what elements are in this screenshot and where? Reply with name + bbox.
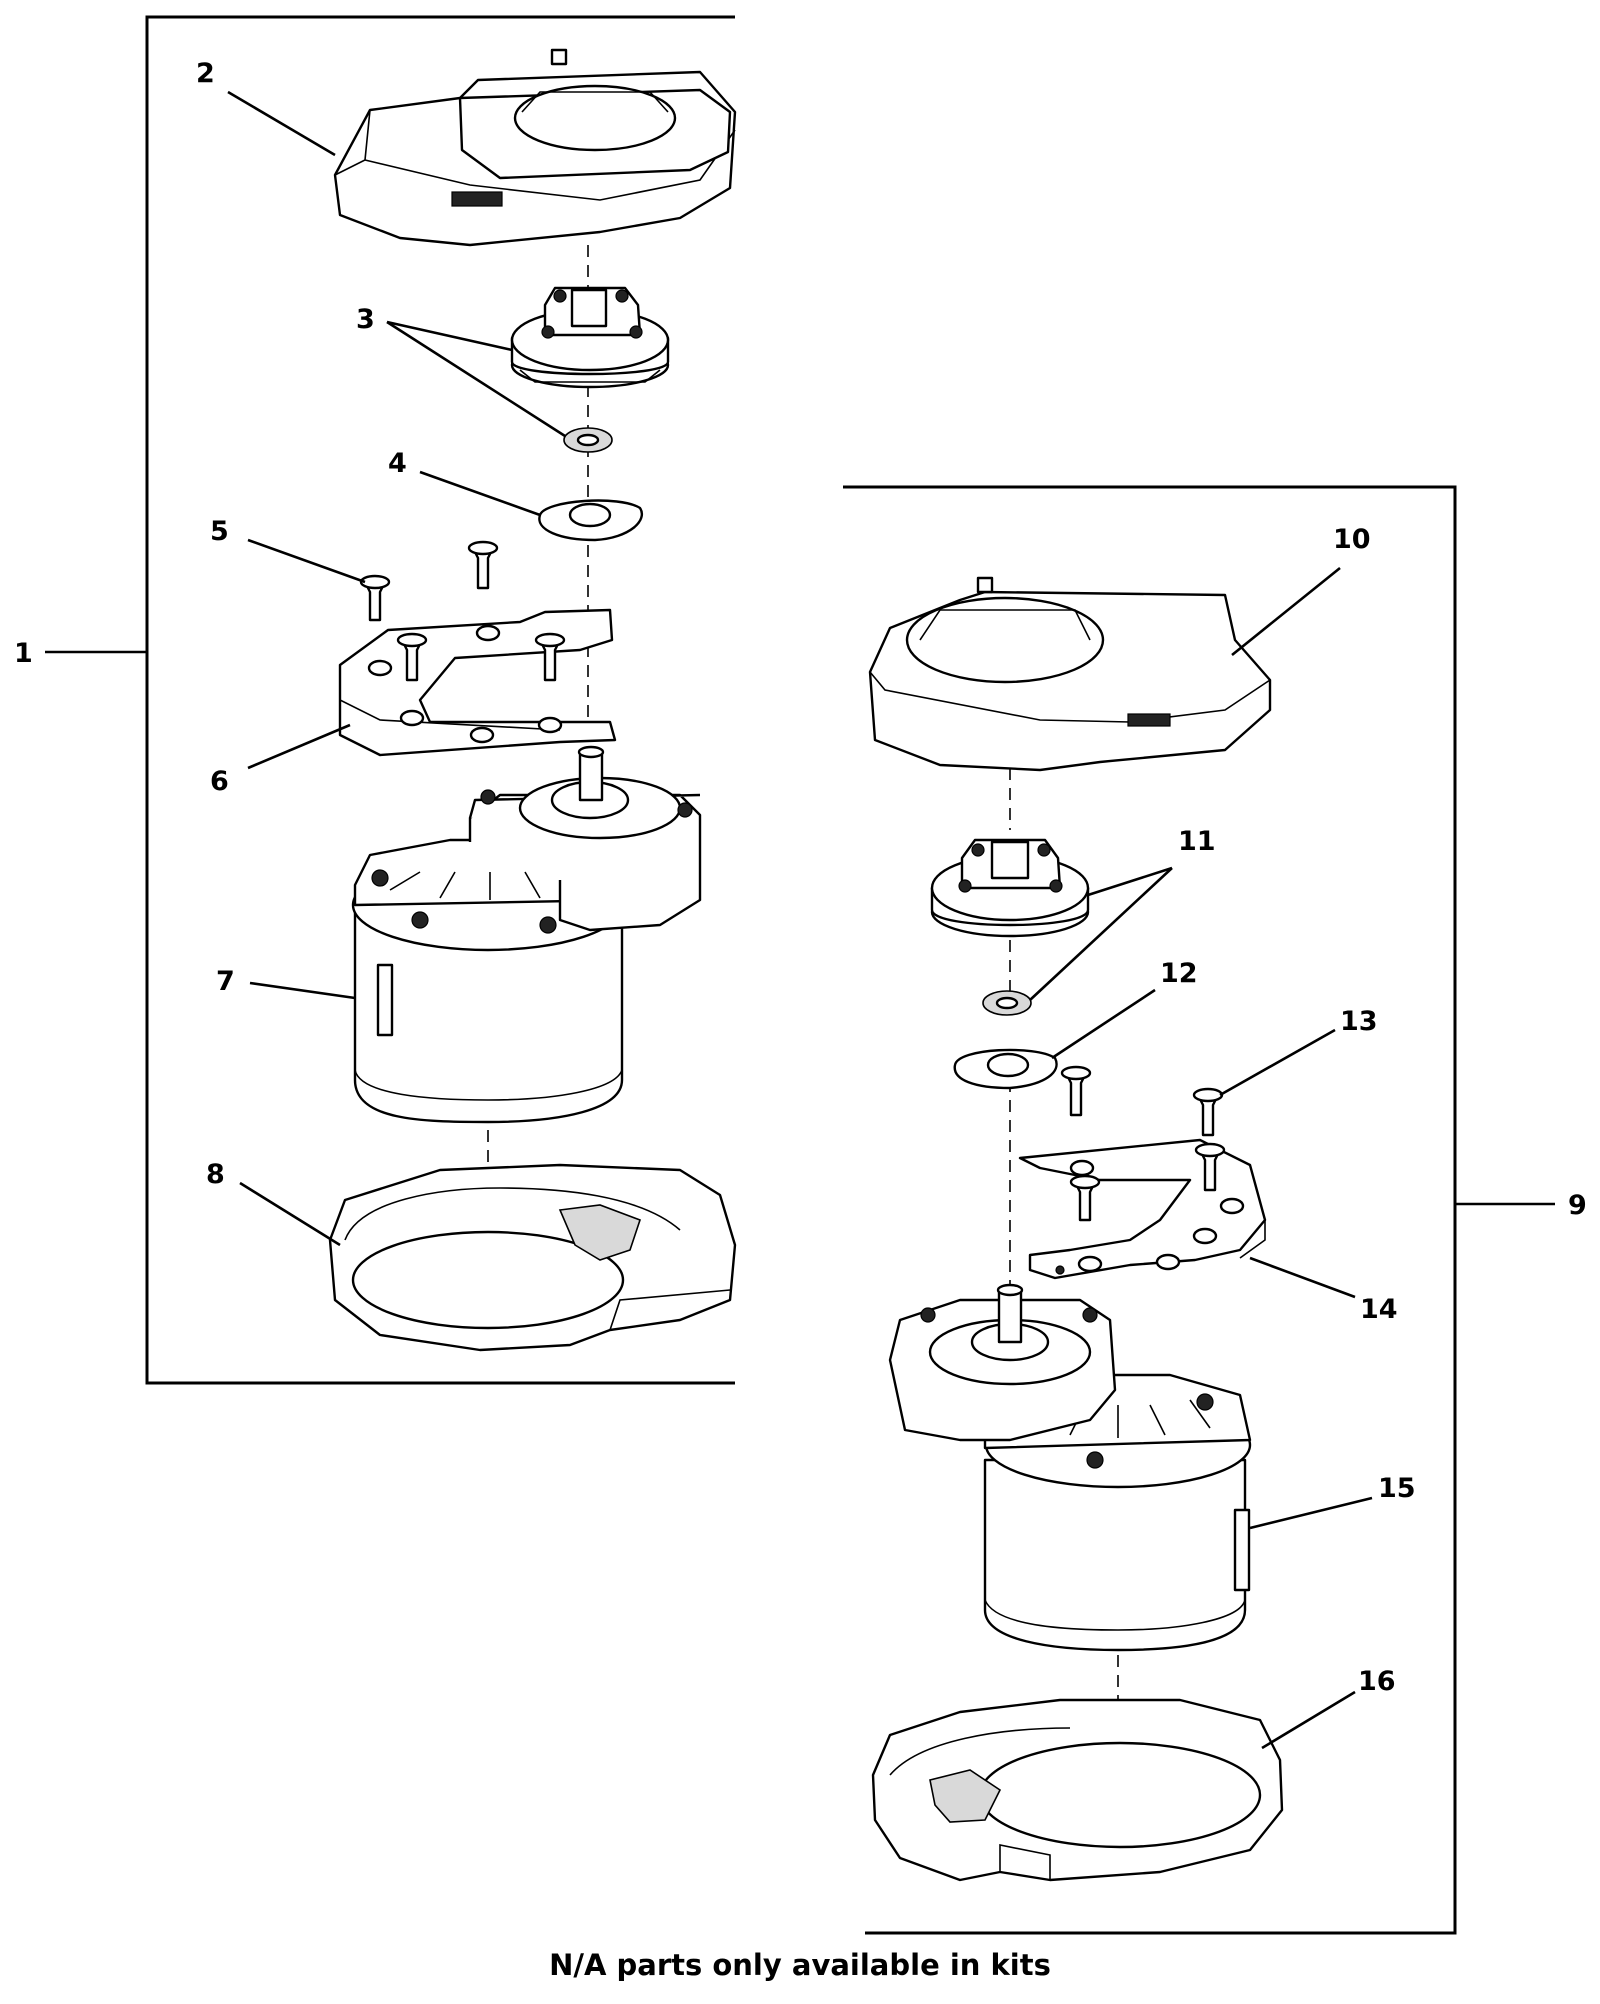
callout-6: 6 xyxy=(210,766,229,797)
leader-8 xyxy=(239,1181,341,1247)
callout-11: 11 xyxy=(1178,826,1216,857)
leader-10 xyxy=(1231,566,1341,657)
part-14-mounting-plate xyxy=(1018,1138,1267,1280)
part-10-top-cover xyxy=(868,576,1272,772)
callout-12: 12 xyxy=(1160,958,1198,989)
part-12-washer xyxy=(953,1048,1058,1090)
part-6-mounting-plate xyxy=(338,608,617,757)
part-3-gear-assembly xyxy=(510,286,670,453)
kit-9-bracket xyxy=(843,485,1457,1935)
callout-4: 4 xyxy=(388,448,407,479)
leader-12 xyxy=(1051,988,1156,1060)
footer-note: N/A parts only available in kits xyxy=(549,1948,1051,1982)
part-8-bottom-cap xyxy=(328,1163,737,1352)
callout-7: 7 xyxy=(216,966,235,997)
part-4-washer xyxy=(538,499,643,542)
callout-15: 15 xyxy=(1378,1473,1416,1504)
leader-13 xyxy=(1219,1028,1336,1097)
part-2-top-cover xyxy=(333,48,737,247)
callout-14: 14 xyxy=(1360,1294,1398,1325)
callout-1: 1 xyxy=(14,638,33,669)
leader-4 xyxy=(419,470,541,517)
leader-14 xyxy=(1249,1256,1356,1299)
part-5-screws xyxy=(359,540,566,682)
leader-7 xyxy=(249,981,356,1000)
part-16-bottom-cap xyxy=(871,1698,1284,1882)
leader-11a xyxy=(1087,866,1173,897)
callout-10: 10 xyxy=(1333,524,1371,555)
callout-9: 9 xyxy=(1568,1190,1587,1221)
callout-13: 13 xyxy=(1340,1006,1378,1037)
part-15-motor xyxy=(888,1283,1252,1652)
kit-1-bracket xyxy=(145,15,735,1385)
leader-11b xyxy=(1029,867,1173,1001)
leader-3b xyxy=(386,320,566,438)
leader-2 xyxy=(227,90,336,157)
part-13-screws xyxy=(1060,1065,1226,1222)
callout-8: 8 xyxy=(206,1159,225,1190)
leader-16 xyxy=(1261,1690,1356,1750)
callout-3: 3 xyxy=(356,304,375,335)
part-7-motor xyxy=(351,745,702,1124)
part-11-gear-assembly xyxy=(930,838,1090,1016)
callout-2: 2 xyxy=(196,58,215,89)
leader-15 xyxy=(1249,1496,1373,1530)
callout-16: 16 xyxy=(1358,1666,1396,1697)
leader-5 xyxy=(247,538,366,584)
callout-5: 5 xyxy=(210,516,229,547)
leader-3a xyxy=(386,320,513,352)
leader-6 xyxy=(247,723,351,770)
